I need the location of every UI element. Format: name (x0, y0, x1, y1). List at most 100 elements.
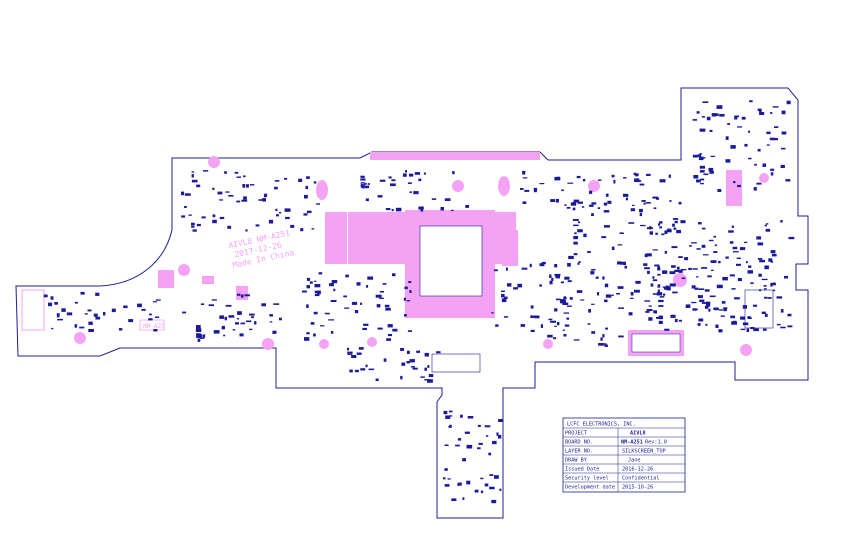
component-mark (269, 321, 273, 323)
component-mark (567, 305, 572, 307)
mount-hole (452, 180, 464, 192)
component-mark (785, 179, 791, 182)
component-mark (567, 263, 571, 267)
component-mark (658, 320, 663, 324)
component-mark (440, 207, 444, 211)
component-mark (234, 171, 239, 174)
component-mark (673, 227, 677, 230)
component-mark (377, 327, 383, 330)
component-mark (503, 316, 509, 318)
component-mark (692, 154, 699, 158)
component-mark (729, 241, 734, 244)
component-mark (716, 105, 723, 109)
component-mark (605, 193, 609, 197)
component-mark (702, 101, 709, 103)
component-mark (241, 199, 248, 202)
component-mark (219, 315, 225, 319)
component-mark (54, 302, 58, 305)
component-mark (669, 271, 676, 275)
component-mark (195, 328, 202, 332)
component-mark (573, 339, 580, 341)
component-mark (462, 497, 465, 500)
component-mark (577, 262, 580, 265)
component-mark (676, 229, 681, 234)
component-mark (377, 195, 383, 198)
component-mark (648, 317, 653, 321)
component-mark (347, 353, 353, 355)
component-mark (196, 333, 201, 336)
component-mark (225, 304, 232, 307)
component-mark (680, 269, 687, 271)
component-mark (770, 282, 773, 287)
component-mark (718, 329, 723, 333)
component-mark (137, 303, 142, 308)
component-mark (772, 106, 779, 108)
component-mark (717, 189, 722, 192)
component-mark (762, 163, 767, 167)
component-mark (196, 184, 201, 188)
component-mark (611, 174, 615, 178)
component-mark (649, 231, 653, 235)
component-mark (644, 267, 650, 270)
component-mark (499, 488, 502, 491)
component-mark (424, 352, 429, 357)
component-mark (713, 235, 716, 238)
component-mark (424, 367, 427, 371)
component-mark (761, 311, 766, 314)
component-mark (703, 173, 709, 176)
component-mark (750, 282, 754, 284)
component-mark (196, 223, 201, 227)
component-mark (691, 301, 697, 304)
component-mark (715, 113, 719, 116)
component-mark (95, 316, 101, 320)
component-mark (653, 207, 657, 209)
component-mark (349, 369, 353, 373)
component-mark (770, 168, 775, 171)
component-mark (241, 294, 244, 298)
component-mark (522, 177, 528, 179)
component-mark (320, 325, 325, 327)
component-mark (522, 201, 527, 204)
component-mark (43, 294, 48, 298)
component-mark (418, 206, 424, 210)
component-mark (664, 251, 667, 254)
component-mark (213, 330, 220, 334)
component-mark (365, 364, 368, 368)
component-mark (407, 350, 410, 354)
component-mark (93, 313, 98, 317)
tb-value-issued-date: 2016-12-26 (622, 467, 653, 473)
component-mark (314, 290, 320, 294)
component-mark (351, 355, 357, 358)
small-part (502, 230, 518, 266)
component-mark (324, 312, 330, 315)
component-mark (443, 477, 446, 480)
component-mark (701, 267, 708, 269)
component-mark (617, 286, 624, 289)
component-mark (678, 319, 682, 322)
component-mark (329, 283, 334, 287)
component-mark (539, 284, 542, 287)
component-mark (360, 184, 365, 188)
component-mark (566, 317, 570, 320)
component-mark (416, 350, 420, 353)
component-mark (639, 213, 642, 217)
component-mark (781, 131, 787, 135)
component-mark (733, 181, 736, 184)
component-mark (477, 447, 481, 450)
component-mark (674, 269, 681, 273)
component-mark (251, 316, 254, 319)
component-mark (275, 208, 278, 211)
component-mark (698, 156, 704, 161)
component-mark (665, 285, 670, 288)
component-mark (669, 200, 672, 202)
component-mark (757, 258, 763, 260)
component-mark (191, 225, 195, 228)
component-mark (505, 267, 508, 271)
component-mark (602, 334, 605, 338)
component-mark (770, 112, 773, 114)
small-part (158, 270, 174, 288)
component-mark (645, 311, 650, 313)
component-mark (709, 129, 713, 132)
component-mark (718, 309, 724, 311)
component-mark (351, 301, 358, 305)
